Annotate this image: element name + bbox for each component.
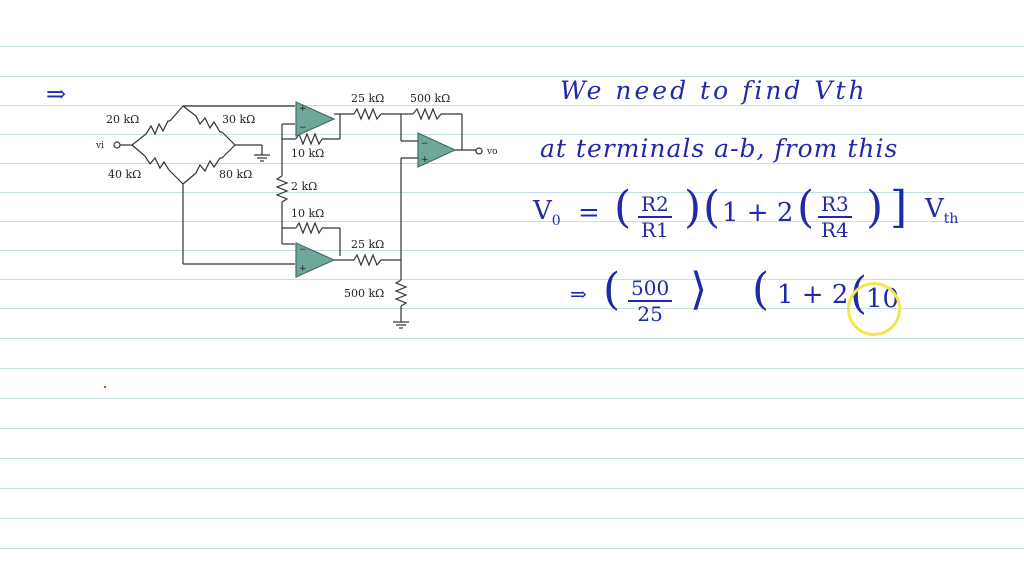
- rule-line: [0, 398, 1024, 399]
- rule-line: [0, 518, 1024, 519]
- label-25k-top: 25 kΩ: [351, 92, 384, 105]
- eq1-frac1: R2 R1: [638, 192, 672, 242]
- eq2-angle-close: ⟩: [690, 264, 708, 315]
- eq1-lhs: V0: [533, 196, 561, 229]
- resistor-500k-bottom: [394, 279, 408, 307]
- eq2-frac: 500 25: [628, 276, 673, 326]
- resistor-500k-top: [412, 107, 442, 121]
- label-500k-bottom: 500 kΩ: [344, 287, 384, 300]
- eq1-bracket-open: (: [703, 182, 721, 233]
- rule-line: [0, 105, 1024, 106]
- rule-line: [0, 428, 1024, 429]
- eq1-vth-v: V: [925, 194, 944, 224]
- input-terminal: [113, 141, 121, 149]
- eq2-paren2-open: (: [752, 264, 770, 315]
- eq1-v: V: [533, 196, 552, 226]
- label-40k: 40 kΩ: [108, 168, 141, 181]
- opamp-2: [295, 242, 336, 278]
- eq1-r2: R2: [638, 192, 672, 218]
- rule-line: [0, 338, 1024, 339]
- resistor-30k: [195, 115, 222, 133]
- resistor-20k: [145, 120, 170, 136]
- eq1-equals: =: [578, 198, 600, 228]
- eq1-vth: Vth: [925, 194, 958, 227]
- resistor-25k-top: [353, 107, 382, 121]
- label-10k-top: 10 kΩ: [291, 147, 324, 160]
- opamp2-minus: −: [299, 245, 307, 255]
- note-line-2: at terminals a-b, from this: [540, 134, 899, 163]
- resistor-2k: [275, 175, 289, 203]
- pen-cursor-highlight: [847, 282, 901, 336]
- eq1-v-sub: 0: [551, 213, 561, 230]
- resistor-80k: [195, 157, 222, 174]
- rule-line: [0, 134, 1024, 135]
- note-line-1: We need to find Vth: [560, 76, 868, 105]
- resistor-10k-top: [295, 132, 323, 146]
- opamp3-plus: +: [421, 155, 429, 165]
- eq1-bracket-close: ]: [890, 182, 908, 233]
- label-80k: 80 kΩ: [219, 168, 252, 181]
- eq1-r1: R1: [641, 218, 669, 242]
- label-500k-top: 500 kΩ: [410, 92, 450, 105]
- rule-line: [0, 163, 1024, 164]
- opamp-1: [295, 101, 336, 137]
- label-25k-bottom: 25 kΩ: [351, 238, 384, 251]
- eq1-r4: R4: [821, 218, 849, 242]
- opamp1-minus: −: [299, 123, 307, 133]
- label-2k: 2 kΩ: [291, 180, 317, 193]
- rule-line: [0, 192, 1024, 193]
- rule-line: [0, 308, 1024, 309]
- resistor-40k: [144, 155, 170, 171]
- implies-arrow: ⇒: [46, 80, 67, 108]
- rule-line: [0, 548, 1024, 549]
- rule-line: [0, 279, 1024, 280]
- output-terminal: [475, 147, 483, 155]
- opamp-3: [417, 132, 457, 168]
- opamp3-minus: −: [421, 139, 429, 149]
- opamp1-plus: +: [299, 104, 307, 114]
- label-20k: 20 kΩ: [106, 113, 139, 126]
- eq1-paren2-close: ): [866, 182, 884, 233]
- rule-line: [0, 488, 1024, 489]
- label-vo: vo: [486, 147, 498, 157]
- eq1-vth-sub: th: [943, 211, 959, 228]
- eq2-num: 500: [628, 276, 673, 302]
- rule-line: [0, 250, 1024, 251]
- eq2-den: 25: [637, 302, 663, 326]
- resistor-25k-bottom: [353, 253, 382, 267]
- label-30k: 30 kΩ: [222, 113, 255, 126]
- eq1-r3: R3: [818, 192, 852, 218]
- stray-dot: [104, 386, 106, 388]
- eq2-tail: 1 + 2: [777, 280, 849, 310]
- eq1-mid: 1 + 2: [722, 198, 794, 228]
- opamp2-plus: +: [299, 264, 307, 274]
- rule-line: [0, 221, 1024, 222]
- resistor-10k-bottom: [295, 221, 323, 235]
- eq2-paren-open: (: [603, 264, 621, 315]
- rule-line: [0, 46, 1024, 47]
- eq2-arrow: ⇒: [570, 282, 587, 306]
- label-10k-bottom: 10 kΩ: [291, 207, 324, 220]
- eq1-paren-close: ): [684, 182, 702, 233]
- rule-line: [0, 458, 1024, 459]
- eq1-paren-open: (: [614, 182, 632, 233]
- rule-line: [0, 76, 1024, 77]
- label-vi: vi: [95, 141, 104, 151]
- rule-line: [0, 368, 1024, 369]
- eq1-paren2-open: (: [797, 182, 815, 233]
- eq1-frac2: R3 R4: [818, 192, 852, 242]
